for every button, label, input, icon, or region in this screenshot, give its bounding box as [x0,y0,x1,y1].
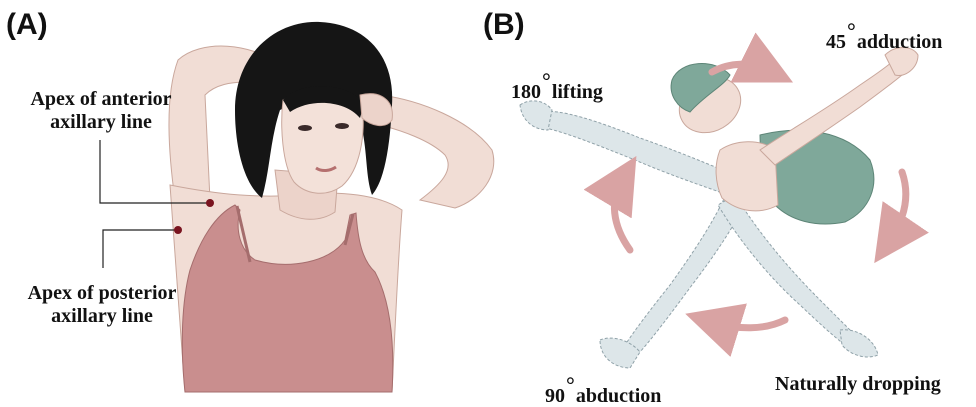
posterior-axillary-label: Apex of posterior axillary line [6,282,198,328]
raised-arm-right [380,95,494,208]
adduction-label: 45°adduction [826,20,942,52]
lifting-text: lifting [552,81,603,103]
abduction-angle: 90 [545,385,565,407]
adduction-text: adduction [857,31,943,53]
woman-figure [169,22,494,392]
rotation-arrow-left [614,180,630,250]
degree-symbol: ° [847,18,856,43]
abduction-label: 90°abduction [545,374,661,406]
lifting-angle: 180 [511,81,541,103]
lifting-label: 180°lifting [511,70,603,102]
illustration-canvas [0,0,976,396]
degree-symbol: ° [566,372,575,397]
abduction-text: abduction [576,385,662,407]
rotation-arrow-bottom [712,320,785,328]
degree-symbol: ° [542,68,551,93]
anterior-apex-marker [206,199,214,207]
adduction-angle: 45 [826,31,846,53]
panel-b-label: (B) [483,10,525,40]
rotation-arrow-right [890,172,906,240]
posterior-leader [103,226,182,268]
anterior-axillary-label: Apex of anterior axillary line [8,88,194,134]
posterior-label-line1: Apex of posterior [6,282,198,305]
posterior-label-line2: axillary line [6,305,198,328]
panel-a-label: (A) [6,10,48,40]
anterior-label-line1: Apex of anterior [8,88,194,111]
rotation-arrow-top [712,64,768,72]
dropping-label: Naturally dropping [775,374,941,394]
posterior-apex-marker [174,226,182,234]
anterior-label-line2: axillary line [8,111,194,134]
